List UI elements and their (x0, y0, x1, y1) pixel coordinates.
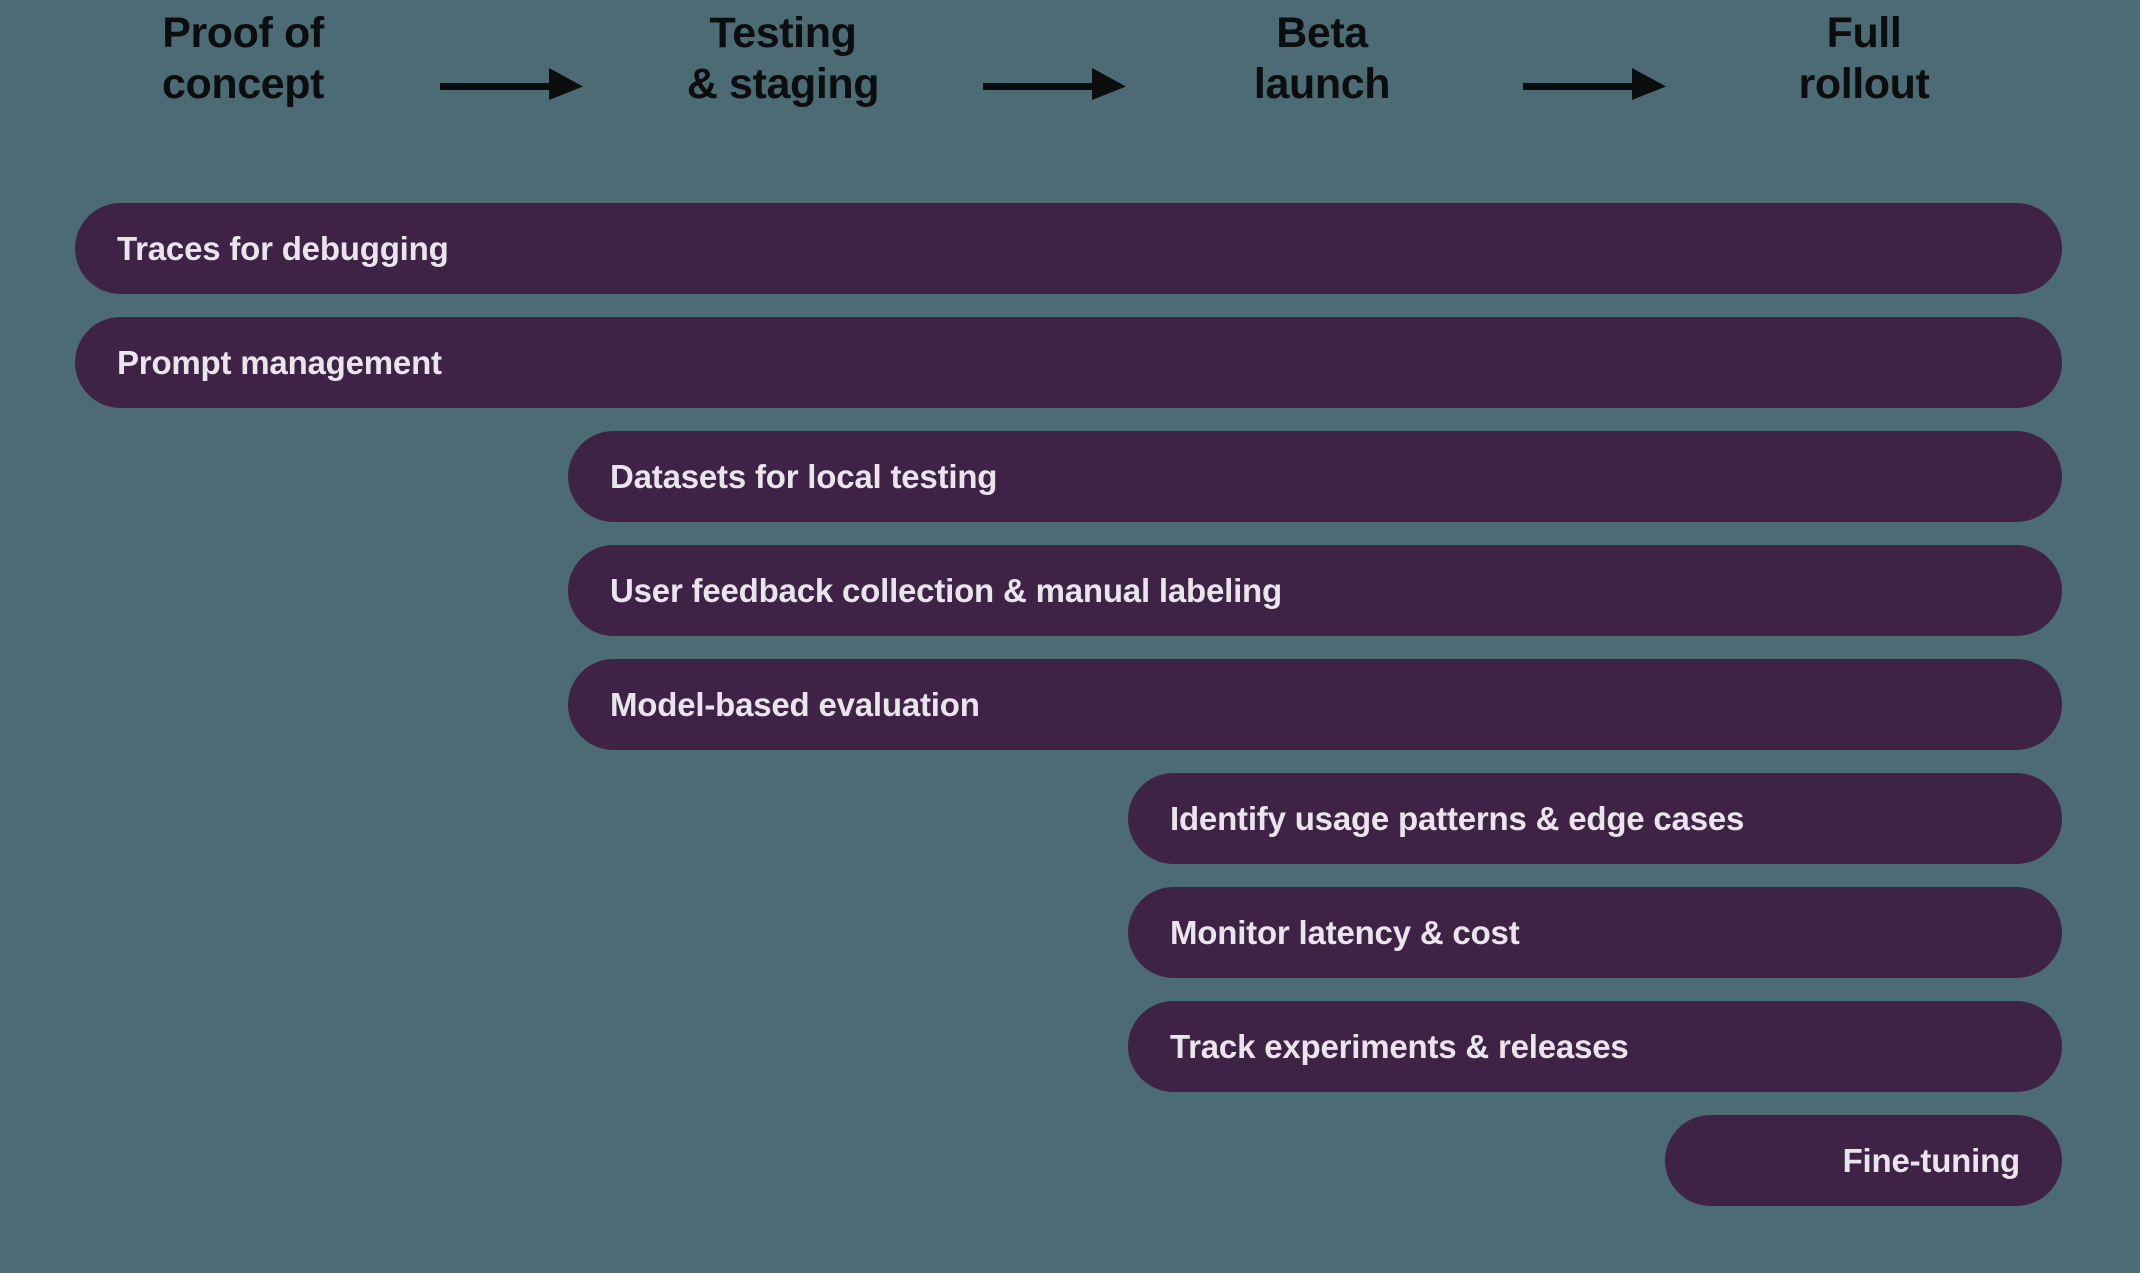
capability-bar-label: Prompt management (117, 343, 442, 381)
stage-label-full-rollout: Full rollout (1798, 9, 1930, 108)
arrow-beta-to-rollout-icon (1523, 66, 1666, 102)
capability-bar-label: User feedback collection & manual labeli… (610, 571, 1282, 609)
stage-header: Proof of concept Testing & staging Beta la… (0, 0, 2140, 150)
capability-bar-identify-usage-patterns-edge-cases[interactable]: Identify usage patterns & edge cases (1128, 773, 2062, 864)
capability-bar-model-based-evaluation[interactable]: Model-based evaluation (568, 659, 2062, 750)
capability-bar-label: Monitor latency & cost (1170, 913, 1520, 951)
stage-label-proof-of-concept: Proof of concept (161, 9, 325, 108)
capability-bar-track-experiments-releases[interactable]: Track experiments & releases (1128, 1001, 2062, 1092)
arrow-testing-to-beta-icon (983, 66, 1126, 102)
capability-bar-label: Track experiments & releases (1170, 1027, 1629, 1065)
capability-bar-monitor-latency-cost[interactable]: Monitor latency & cost (1128, 887, 2062, 978)
stage-label-beta-launch: Beta launch (1253, 9, 1391, 108)
capability-bar-label: Datasets for local testing (610, 457, 998, 495)
capability-bar-datasets-for-local-testing[interactable]: Datasets for local testing (568, 431, 2062, 522)
capability-bar-traces-for-debugging[interactable]: Traces for debugging (75, 203, 2062, 294)
capability-bar-prompt-management[interactable]: Prompt management (75, 317, 2062, 408)
capability-bar-label: Model-based evaluation (610, 685, 980, 723)
stage-label-testing-staging: Testing & staging (686, 9, 880, 108)
capability-bar-fine-tuning[interactable]: Fine-tuning (1665, 1115, 2062, 1206)
capability-bar-label: Identify usage patterns & edge cases (1170, 799, 1745, 837)
capability-bar-label: Fine-tuning (1842, 1141, 2021, 1179)
arrow-poc-to-testing-icon (440, 66, 583, 102)
capability-bar-user-feedback-collection-manual-labeling[interactable]: User feedback collection & manual labeli… (568, 545, 2062, 636)
capability-bar-label: Traces for debugging (117, 229, 449, 267)
